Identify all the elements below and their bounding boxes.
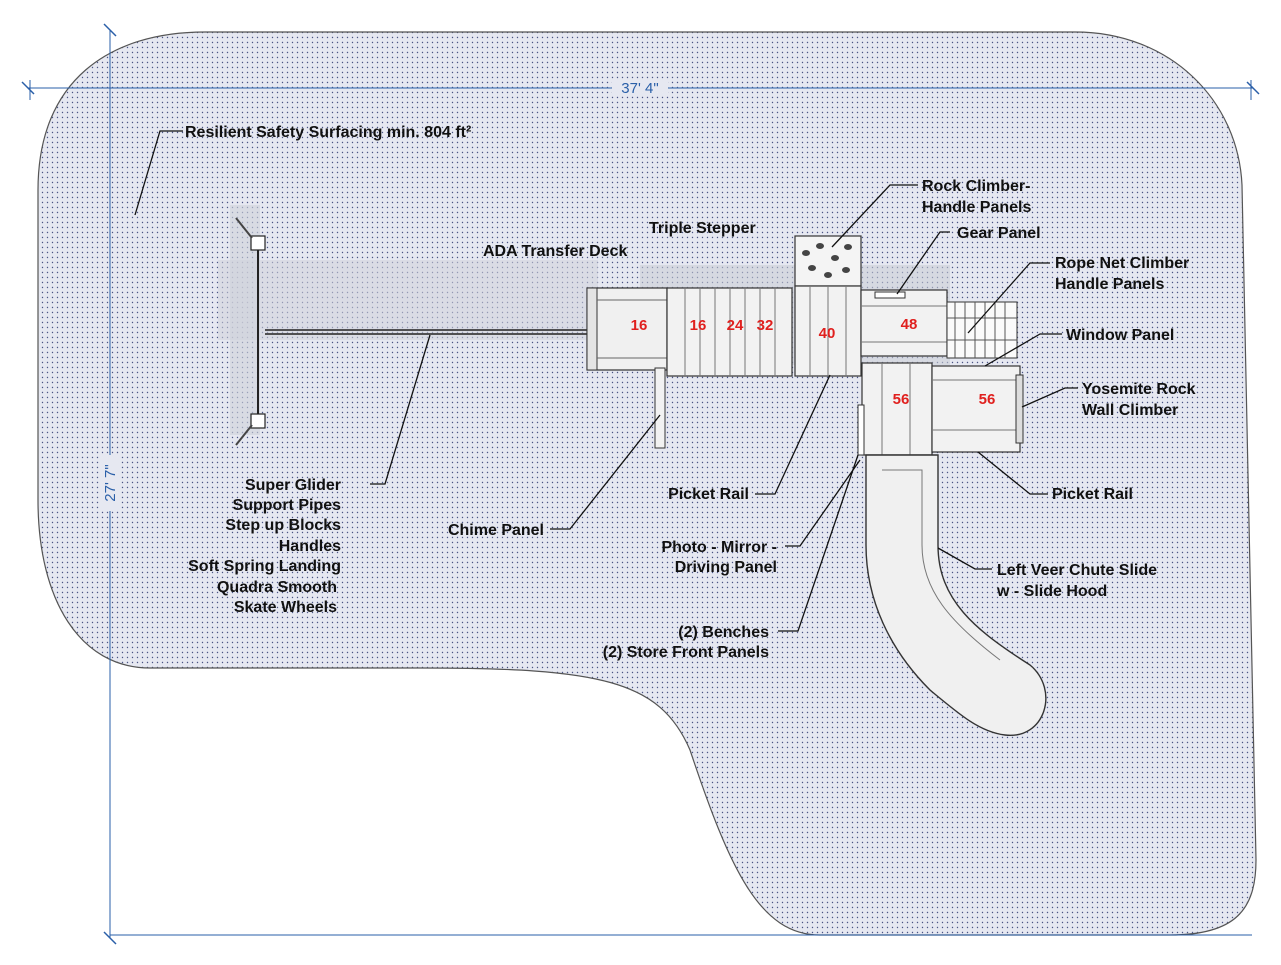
ada-deck-label: ADA Transfer Deck <box>483 243 627 260</box>
chime-panel-shape <box>654 367 666 449</box>
gear-panel-label: Gear Panel <box>957 225 1041 242</box>
slide-label-1: Left Veer Chute Slide <box>997 562 1157 579</box>
deck-56-right <box>931 365 1024 453</box>
benches-label-1: (2) Benches <box>678 624 769 641</box>
glider-label-5: Soft Spring Landing <box>188 558 341 575</box>
photo-panel-label-2: Driving Panel <box>675 559 777 576</box>
glider-label-7: Skate Wheels <box>234 599 337 616</box>
dimension-width: 37' 4" <box>21 80 1260 100</box>
deck-height-32: 32 <box>757 317 774 334</box>
deck-height-16b: 16 <box>690 317 707 334</box>
deck-height-24: 24 <box>727 317 744 334</box>
chime-panel-label: Chime Panel <box>448 522 544 539</box>
deck-40 <box>794 235 862 377</box>
deck-48 <box>860 289 948 357</box>
triple-stepper <box>666 287 793 377</box>
yosemite-label-2: Wall Climber <box>1082 402 1178 419</box>
leader-lines <box>134 130 1078 632</box>
rock-climber-label-1: Rock Climber- <box>922 178 1030 195</box>
benches-label-2: (2) Store Front Panels <box>603 644 769 661</box>
dimension-height: 27' 7" <box>100 23 1252 945</box>
triple-stepper-label: Triple Stepper <box>649 220 756 237</box>
picket-rail-center-label: Picket Rail <box>668 486 749 503</box>
glider-label-4: Handles <box>279 538 341 555</box>
width-dimension-label: 37' 4" <box>621 80 658 97</box>
deck-height-40: 40 <box>819 325 836 342</box>
deck-56-left <box>857 362 933 456</box>
rock-climber-label-2: Handle Panels <box>922 199 1031 216</box>
slide-label-2: w - Slide Hood <box>996 583 1107 600</box>
rope-net-label-1: Rope Net Climber <box>1055 255 1189 272</box>
yosemite-label-1: Yosemite Rock <box>1082 381 1196 398</box>
window-panel-label: Window Panel <box>1066 327 1174 344</box>
chute-slide <box>865 454 1047 736</box>
glider-label-2: Support Pipes <box>233 497 342 514</box>
safety-surfacing-area <box>37 31 1257 936</box>
deck-height-56a: 56 <box>893 391 910 408</box>
photo-panel-label-1: Photo - Mirror - <box>661 539 777 556</box>
glider-label-3: Step up Blocks <box>225 517 341 534</box>
height-dimension-label: 27' 7" <box>102 464 119 501</box>
deck-height-56b: 56 <box>979 391 996 408</box>
glider-label-6: Quadra Smooth <box>217 579 337 596</box>
rope-net-label-2: Handle Panels <box>1055 276 1164 293</box>
glider-label-1: Super Glider <box>245 477 341 494</box>
deck-height-48: 48 <box>901 316 918 333</box>
super-glider <box>218 205 598 446</box>
surfacing-label: Resilient Safety Surfacing min. 804 ft² <box>185 124 471 141</box>
deck-height-16a: 16 <box>631 317 648 334</box>
rope-net-climber <box>946 301 1018 359</box>
picket-rail-right-label: Picket Rail <box>1052 486 1133 503</box>
